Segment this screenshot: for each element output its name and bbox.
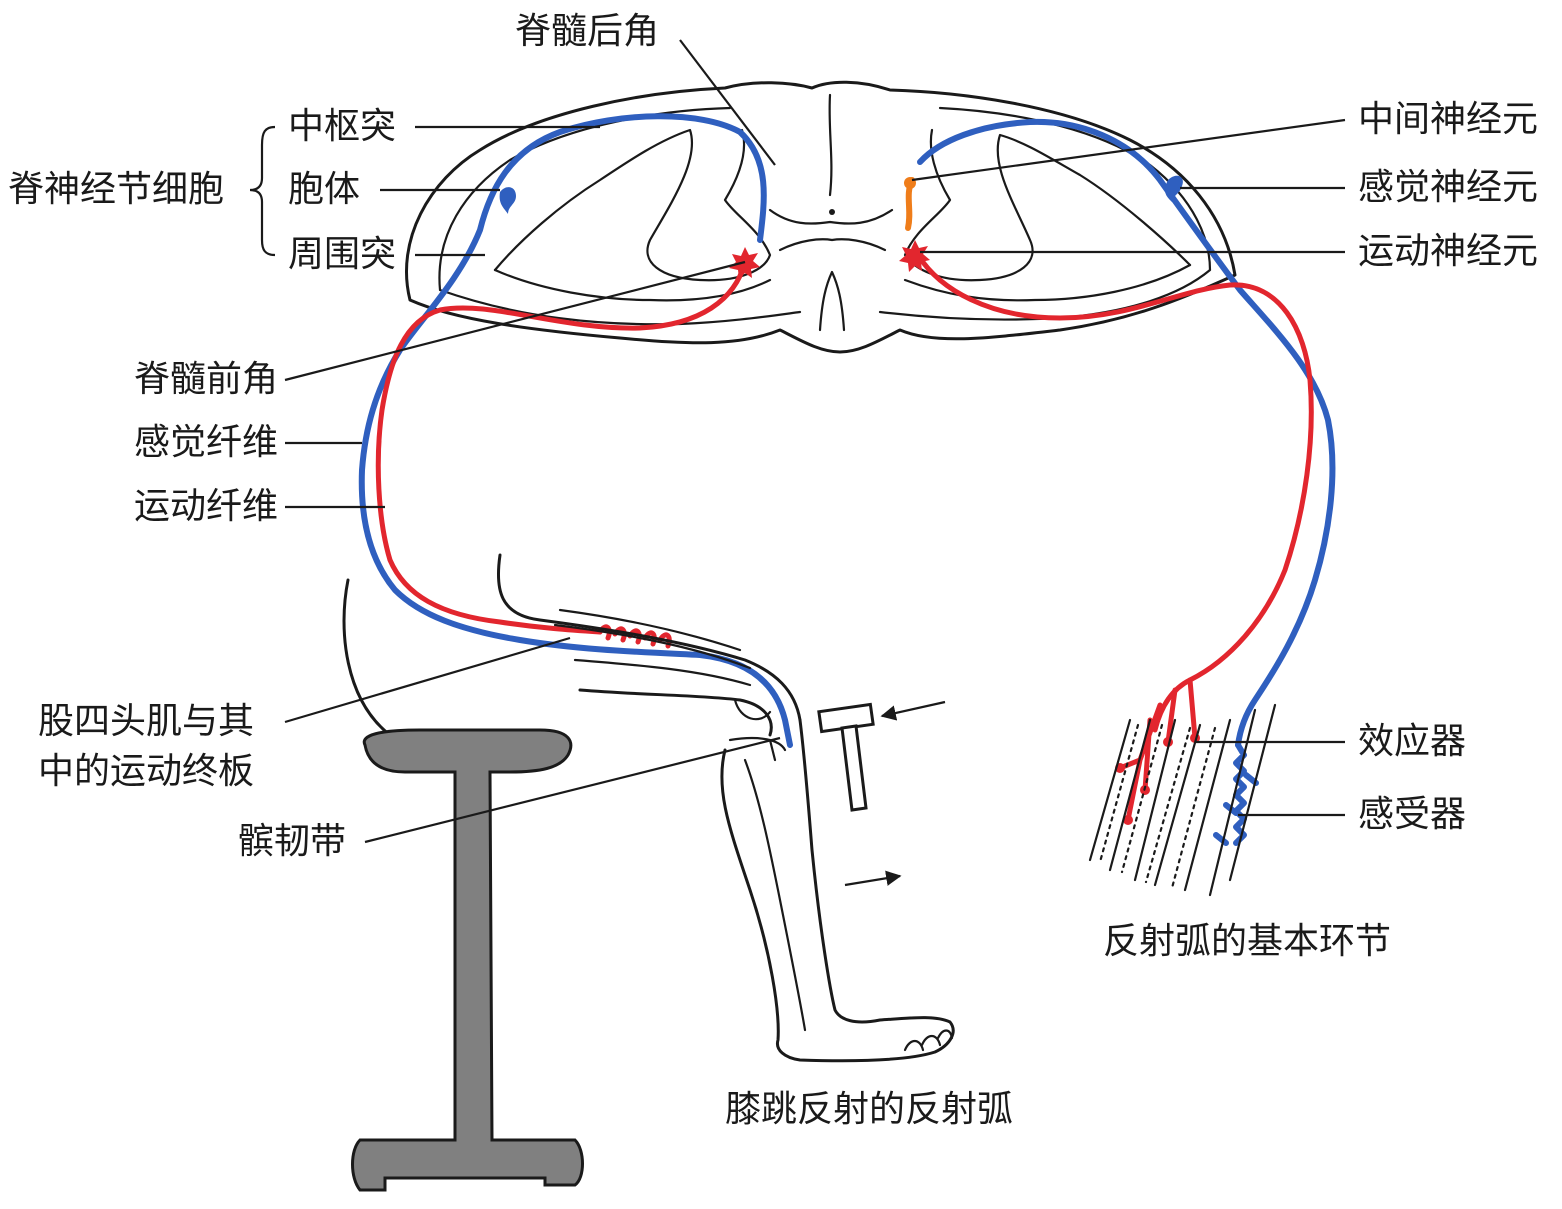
label-central-process: 中枢突 xyxy=(288,106,397,147)
right-neurons xyxy=(899,118,1336,846)
left-motor-pathway xyxy=(375,259,748,635)
right-motor-pathway xyxy=(915,252,1314,733)
label-motor-fiber: 运动纤维 xyxy=(133,486,278,527)
left-ganglion-body xyxy=(499,187,516,214)
right-receptor-squiggles xyxy=(1213,742,1259,846)
label-quadriceps-line2: 中的运动终板 xyxy=(38,751,255,792)
hammer-strike-arrow xyxy=(880,700,946,721)
left-sensory-pathway xyxy=(358,113,793,748)
left-motor-endplates xyxy=(597,624,672,649)
caption-knee-jerk-arc: 膝跳反射的反射弧 xyxy=(725,1089,1014,1130)
effector-receptor-muscle xyxy=(1088,703,1277,897)
label-ventral-horn: 脊髓前角 xyxy=(133,359,278,400)
label-dorsal-horn: 脊髓后角 xyxy=(515,11,660,52)
label-cell-body: 胞体 xyxy=(288,169,361,210)
leg-kick-arrow xyxy=(844,870,902,887)
label-effector: 效应器 xyxy=(1358,721,1467,762)
label-patellar-ligament: 髌韧带 xyxy=(238,821,347,862)
right-sensory-pathway xyxy=(917,118,1336,748)
stool xyxy=(351,728,584,1192)
right-ganglion-body xyxy=(1165,175,1183,202)
left-neurons xyxy=(358,113,793,748)
label-quadriceps-line1: 股四头肌与其 xyxy=(38,701,255,742)
label-receptor: 感受器 xyxy=(1358,794,1467,835)
curly-bracket xyxy=(249,125,276,257)
label-interneuron: 中间神经元 xyxy=(1358,99,1539,140)
seated-person-leg xyxy=(342,553,955,1063)
leader-lines xyxy=(284,39,1346,844)
right-motor-neuron-star xyxy=(899,240,930,272)
label-motor-neuron: 运动神经元 xyxy=(1358,231,1539,272)
label-ganglion-cell: 脊神经节细胞 xyxy=(8,169,225,210)
reflex-hammer-icon xyxy=(817,702,875,812)
label-peripheral-process: 周围突 xyxy=(288,234,397,275)
label-sensory-fiber: 感觉纤维 xyxy=(133,422,278,463)
caption-basic-reflex-arc: 反射弧的基本环节 xyxy=(1103,921,1392,962)
label-sensory-neuron: 感觉神经元 xyxy=(1358,167,1539,208)
